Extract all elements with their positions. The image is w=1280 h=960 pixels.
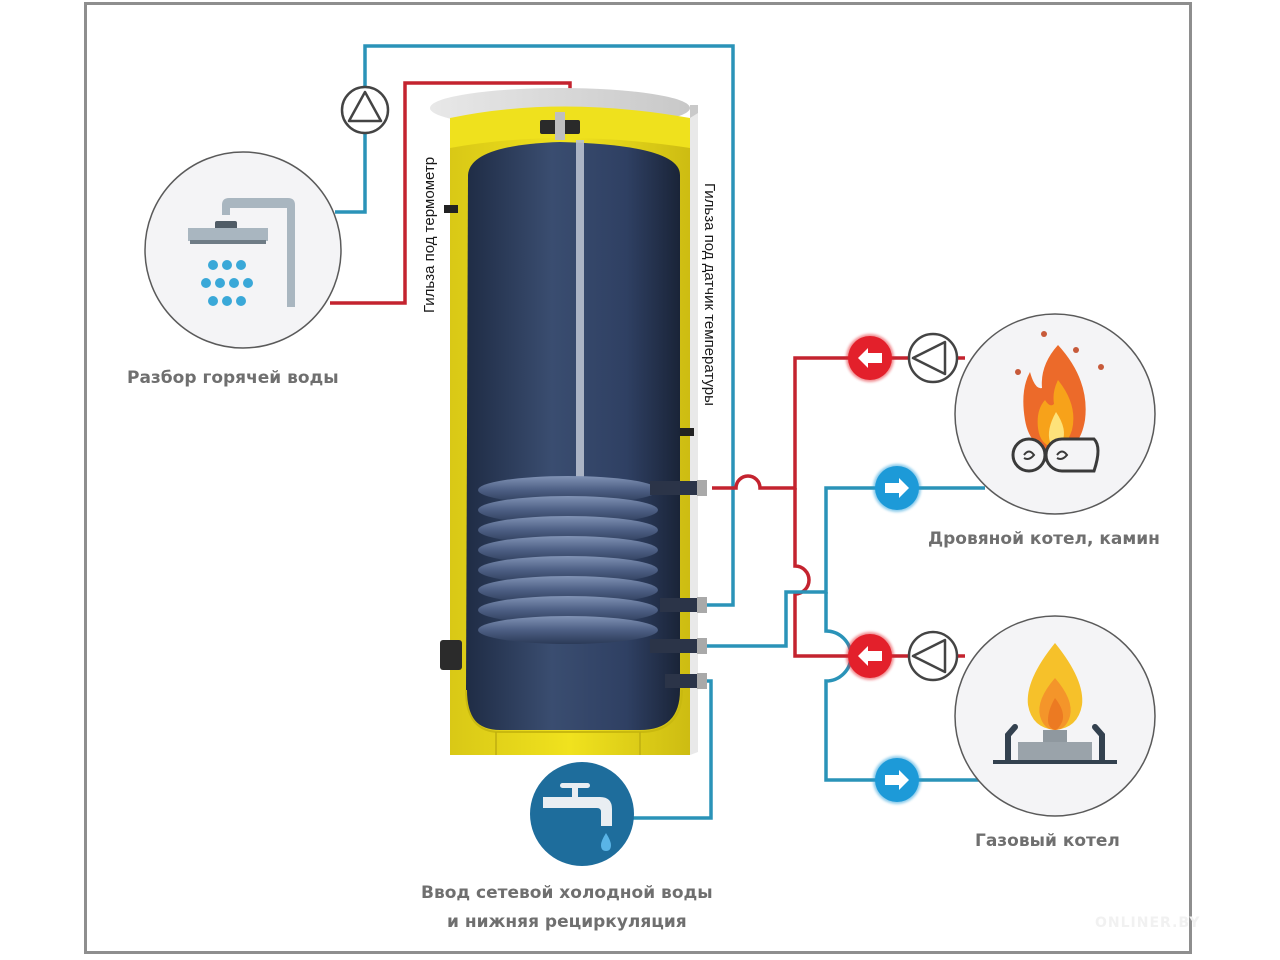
water-tap-icon <box>543 783 612 851</box>
heat-exchanger-coil <box>478 476 658 644</box>
cold-inlet-label-line1: Ввод сетевой холодной воды <box>421 883 713 903</box>
shower-icon <box>188 198 295 307</box>
gas-burner-icon <box>993 643 1117 764</box>
pump-top <box>340 85 390 135</box>
arrow-left-icon <box>846 334 894 382</box>
cold-inlet-label-line2: и нижняя рециркуляция <box>447 912 687 932</box>
water-heater-tank <box>430 88 707 755</box>
sensor-sleeve-label: Гильза под датчик температуры <box>701 183 718 406</box>
pump-wood-boiler <box>907 332 959 384</box>
gas-boiler-node <box>954 615 1156 817</box>
pipe-fittings <box>440 205 707 689</box>
hot-pipe-gas-boiler-supply <box>793 488 965 658</box>
arrow-right-icon <box>873 464 921 512</box>
arrow-left-icon <box>846 632 894 680</box>
cold-pipe-mains-inlet <box>630 679 713 820</box>
watermark: ONLINER.BY <box>1095 915 1201 931</box>
hot-pipe-wood-boiler-supply <box>712 356 965 490</box>
arrow-right-icon <box>873 756 921 804</box>
pump-gas-boiler <box>907 630 959 682</box>
cold-pipe-wood-boiler-return <box>705 486 985 648</box>
cold-pipe-hot-water-recirc <box>335 44 735 607</box>
hot-water-node <box>144 151 342 349</box>
wood-boiler-node <box>954 313 1156 515</box>
hot-water-label: Разбор горячей воды <box>127 368 339 388</box>
thermometer-sleeve-label: Гильза под термометр <box>421 156 438 313</box>
wood-boiler-label: Дровяной котел, камин <box>928 529 1160 549</box>
cold-inlet-node <box>530 762 634 866</box>
campfire-icon <box>1011 331 1104 473</box>
gas-boiler-label: Газовый котел <box>975 831 1120 851</box>
